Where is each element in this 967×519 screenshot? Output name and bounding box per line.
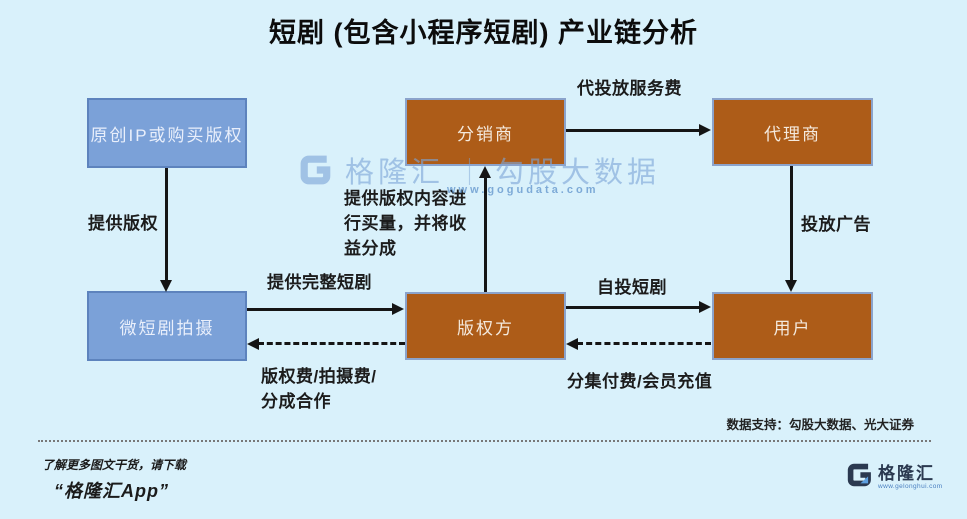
edge-label-provide-full-drama: 提供完整短剧: [267, 273, 372, 292]
edge-label-content-line3: 益分成: [344, 239, 397, 258]
node-user-label: 用户: [773, 318, 812, 338]
edge-label-fees-share: 版权费/拍摄费/ 分成合作: [261, 364, 376, 414]
edge-label-agency-service-fee: 代投放服务费: [577, 79, 682, 98]
edge-label-content-line2: 行买量，并将收: [344, 214, 467, 233]
node-original-ip: 原创IP或购买版权: [87, 98, 247, 168]
watermark-brand: 格隆汇: [345, 157, 445, 189]
gelonghui-logo-text: 格隆汇 www.gelonghui.com: [878, 463, 943, 491]
arrow-self-invest-line: [566, 306, 700, 309]
node-original-ip-label: 原创IP或购买版权: [90, 125, 244, 145]
edge-label-pay-per-episode: 分集付费/会员充值: [567, 372, 713, 391]
edge-label-fees-line2: 分成合作: [261, 392, 331, 411]
promo-text: 了解更多图文干货，请下载: [42, 458, 187, 472]
node-agent: 代理商: [712, 98, 873, 166]
arrow-agency-service-fee-line: [566, 129, 701, 132]
edge-label-self-invest: 自投短剧: [597, 278, 667, 297]
edge-label-content-for-volume: 提供版权内容进 行买量，并将收 益分成: [344, 186, 467, 261]
watermark-separator: ｜: [456, 157, 484, 188]
edge-label-provide-copyright: 提供版权: [88, 214, 158, 233]
arrow-place-ads-head: [785, 280, 797, 292]
edge-label-fees-line1: 版权费/拍摄费/: [261, 367, 377, 386]
arrow-fees-share-head: [247, 338, 259, 350]
edge-label-place-ads: 投放广告: [801, 215, 871, 234]
promo-app-name: “格隆汇App”: [54, 481, 169, 501]
watermark: 格隆汇 ｜ 勾股大数据: [297, 149, 660, 191]
arrow-provide-full-drama-line: [247, 308, 394, 311]
arrow-provide-copyright-head: [160, 280, 172, 292]
arrow-agency-service-fee-head: [699, 124, 711, 136]
arrow-self-invest-head: [699, 301, 711, 313]
arrow-content-for-volume-line: [484, 177, 487, 292]
node-copyright-holder: 版权方: [405, 292, 566, 360]
arrow-provide-full-drama-head: [392, 303, 404, 315]
node-copyright-holder-label: 版权方: [457, 318, 514, 338]
gelonghui-brand-name: 格隆汇: [878, 463, 935, 483]
node-micro-drama-shooting-label: 微短剧拍摄: [119, 318, 215, 338]
gelonghui-brand-url: www.gelonghui.com: [878, 483, 943, 491]
arrow-pay-per-episode-line: [577, 342, 711, 345]
arrow-content-for-volume-head: [479, 166, 491, 178]
gelonghui-logo: 格隆汇 www.gelonghui.com: [845, 461, 943, 494]
dotted-divider: [38, 440, 931, 442]
gelonghui-watermark-logo-icon: [297, 152, 333, 188]
node-agent-label: 代理商: [764, 124, 821, 144]
watermark-name: 勾股大数据: [495, 157, 661, 189]
gelonghui-logo-icon: [845, 461, 873, 494]
data-support-credit: 数据支持：勾股大数据、光大证券: [726, 418, 914, 432]
arrow-fees-share-line: [258, 342, 405, 345]
node-distributor-label: 分销商: [457, 124, 514, 144]
edge-label-content-line1: 提供版权内容进: [344, 189, 467, 208]
arrow-place-ads-line: [790, 166, 793, 280]
arrow-pay-per-episode-head: [566, 338, 578, 350]
node-distributor: 分销商: [405, 98, 566, 166]
page-title: 短剧 (包含小程序短剧) 产业链分析: [269, 18, 698, 48]
watermark-url: www.gogudata.com: [447, 184, 599, 196]
node-micro-drama-shooting: 微短剧拍摄: [87, 291, 247, 361]
arrow-provide-copyright-line: [165, 168, 168, 282]
node-user: 用户: [712, 292, 873, 360]
